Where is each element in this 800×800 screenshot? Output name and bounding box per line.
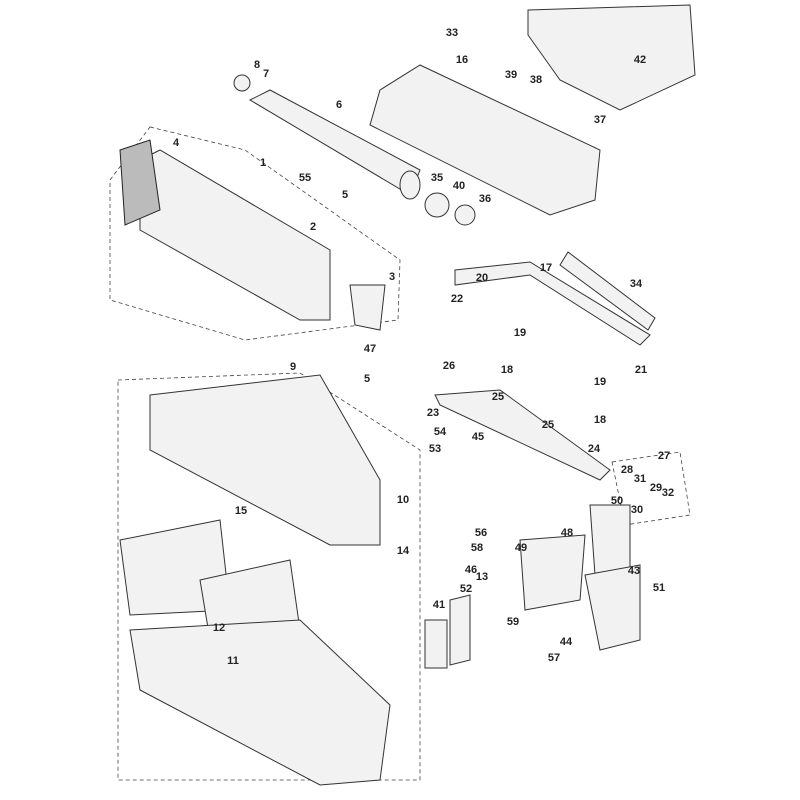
part-number-label: 50 xyxy=(610,495,624,507)
part-number-label: 4 xyxy=(172,137,180,149)
part-number-label: 36 xyxy=(478,193,492,205)
part-number-label: 18 xyxy=(500,364,514,376)
bearing xyxy=(233,74,251,92)
drain-pipe xyxy=(559,251,656,331)
electric-box xyxy=(519,534,586,611)
pipe-bracket xyxy=(349,284,386,331)
part-number-label: 48 xyxy=(560,527,574,539)
motor xyxy=(424,192,450,218)
part-number-label: 13 xyxy=(475,571,489,583)
cross-flow-fan xyxy=(248,89,421,196)
part-number-label: 2 xyxy=(309,221,317,233)
part-number-label: 28 xyxy=(620,464,634,476)
part-number-label: 6 xyxy=(335,99,343,111)
part-number-label: 32 xyxy=(661,487,675,499)
part-number-label: 35 xyxy=(430,172,444,184)
part-number-label: 53 xyxy=(428,443,442,455)
part-number-label: 10 xyxy=(396,494,410,506)
part-number-label: 31 xyxy=(633,473,647,485)
part-number-label: 30 xyxy=(630,504,644,516)
part-number-label: 19 xyxy=(593,376,607,388)
motor-clamp xyxy=(454,204,476,226)
assembly-9-boundary xyxy=(117,372,421,781)
part-number-label: 34 xyxy=(629,278,643,290)
evaporator xyxy=(139,149,331,321)
part-number-label: 5 xyxy=(341,189,349,201)
part-number-label: 18 xyxy=(593,414,607,426)
front-panel xyxy=(129,619,391,786)
part-number-label: 41 xyxy=(432,599,446,611)
evaporator-end-plate xyxy=(119,139,161,226)
terminal-cover xyxy=(589,504,631,576)
part-number-label: 12 xyxy=(212,622,226,634)
part-number-label: 26 xyxy=(442,360,456,372)
part-number-label: 11 xyxy=(227,655,239,667)
part-number-label: 7 xyxy=(262,68,270,80)
part-number-label: 9 xyxy=(289,361,297,373)
part-number-label: 15 xyxy=(234,505,248,517)
part-number-label: 25 xyxy=(541,419,555,431)
part-number-label: 55 xyxy=(298,172,312,184)
part-number-label: 49 xyxy=(514,542,528,554)
assembly-1-boundary xyxy=(109,126,401,341)
display-bracket xyxy=(449,594,471,666)
part-number-label: 22 xyxy=(450,293,464,305)
part-number-label: 20 xyxy=(475,272,489,284)
part-number-label: 3 xyxy=(388,271,396,283)
part-number-label: 25 xyxy=(491,391,505,403)
rear-mounting-plate xyxy=(527,4,696,111)
part-number-label: 56 xyxy=(474,527,488,539)
part-number-label: 5 xyxy=(363,373,371,385)
louver-upper xyxy=(454,261,651,346)
part-number-label: 27 xyxy=(657,450,671,462)
part-number-label: 33 xyxy=(445,27,459,39)
chassis xyxy=(369,64,601,216)
display-box xyxy=(424,619,448,669)
part-number-label: 52 xyxy=(459,583,473,595)
part-number-label: 39 xyxy=(504,69,518,81)
part-number-label: 40 xyxy=(452,180,466,192)
part-number-label: 47 xyxy=(363,343,377,355)
part-number-label: 37 xyxy=(593,114,607,126)
part-number-label: 21 xyxy=(634,364,648,376)
part-number-label: 57 xyxy=(547,652,561,664)
part-number-label: 43 xyxy=(627,565,641,577)
part-number-label: 16 xyxy=(455,54,469,66)
part-number-label: 38 xyxy=(529,74,543,86)
part-number-label: 23 xyxy=(426,407,440,419)
part-number-label: 45 xyxy=(471,431,485,443)
louver-lower xyxy=(434,389,611,481)
part-number-label: 19 xyxy=(513,327,527,339)
part-number-label: 51 xyxy=(652,582,666,594)
part-number-label: 59 xyxy=(506,616,520,628)
part-number-label: 8 xyxy=(253,59,261,71)
part-number-label: 24 xyxy=(587,443,601,455)
part-number-label: 58 xyxy=(470,542,484,554)
part-number-label: 1 xyxy=(259,157,267,169)
part-number-label: 42 xyxy=(633,54,647,66)
assembly-27-boundary xyxy=(611,451,691,526)
part-number-label: 17 xyxy=(539,262,553,274)
part-number-label: 44 xyxy=(559,636,573,648)
part-number-label: 29 xyxy=(649,482,663,494)
part-number-label: 54 xyxy=(433,426,447,438)
part-number-label: 46 xyxy=(464,564,478,576)
fan-end xyxy=(399,170,421,200)
front-frame xyxy=(149,374,381,546)
control-board xyxy=(584,564,641,651)
part-number-label: 14 xyxy=(396,545,410,557)
